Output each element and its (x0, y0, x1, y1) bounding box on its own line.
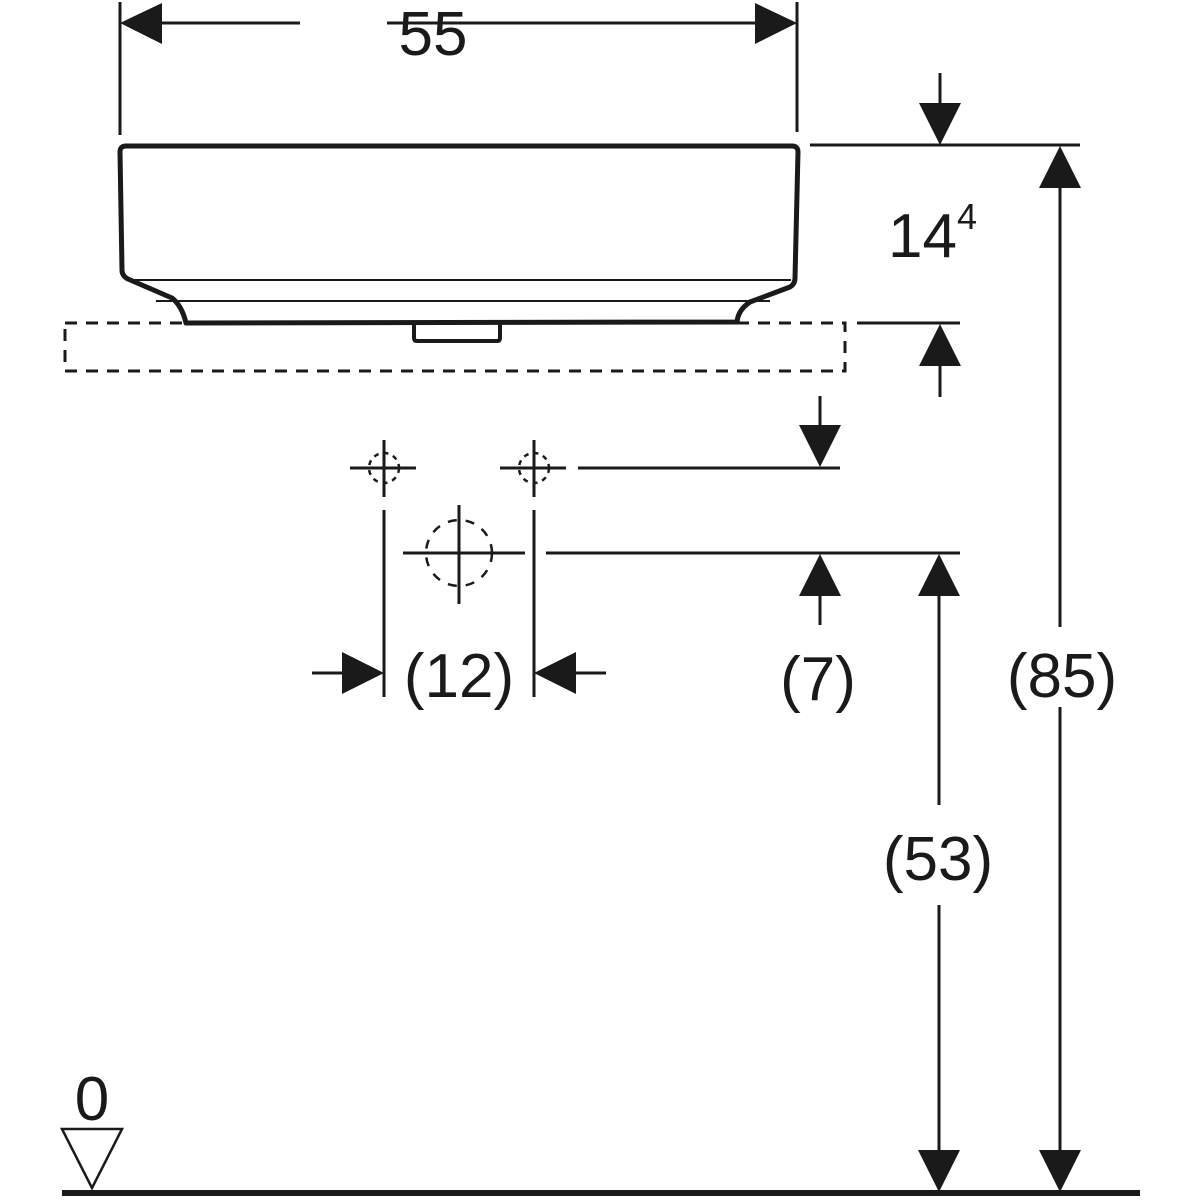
floor-level: 0 (59, 1065, 1140, 1196)
drain-hole-icon (403, 505, 525, 604)
tap-holes (350, 440, 566, 697)
tap-hole-left-icon (350, 440, 416, 497)
basin-height-dimension: 144 (810, 73, 1080, 397)
arrow-down-icon (919, 103, 961, 145)
tap-hole-right-icon (500, 440, 566, 497)
arrow-left-icon (534, 652, 576, 694)
arrow-down-icon (1039, 1150, 1081, 1192)
tap-offset-dimension: (7) (546, 396, 960, 714)
arrow-up-icon (1039, 146, 1081, 188)
countertop-outline (63, 321, 847, 373)
basin-height-superscript: 4 (957, 196, 977, 237)
drain-height-dimension: (53) (883, 554, 993, 1192)
width-label: 55 (399, 0, 468, 69)
basin-outline (117, 143, 801, 343)
arrow-down-icon (918, 1150, 960, 1192)
drain-stub (412, 323, 502, 343)
drain-height-label: (53) (883, 825, 993, 894)
arrow-left-icon (120, 3, 162, 44)
arrow-right-icon (342, 652, 384, 694)
svg-text:144: 144 (888, 196, 977, 271)
arrow-right-icon (755, 3, 797, 44)
floor-level-label: 0 (75, 1065, 109, 1134)
arrow-up-icon (799, 554, 841, 596)
total-height-dimension: (85) (1007, 146, 1117, 1192)
arrow-up-icon (918, 554, 960, 596)
arrow-down-icon (799, 425, 841, 467)
level-marker-icon (59, 1127, 125, 1191)
basin-height-main: 14 (888, 202, 957, 271)
tap-spacing-label: (12) (404, 642, 514, 711)
tap-offset-label: (7) (780, 645, 856, 714)
arrow-up-icon (919, 324, 961, 366)
tap-spacing-dimension: (12) (312, 642, 606, 711)
total-height-label: (85) (1007, 642, 1117, 711)
width-dimension: 55 (118, 0, 799, 135)
